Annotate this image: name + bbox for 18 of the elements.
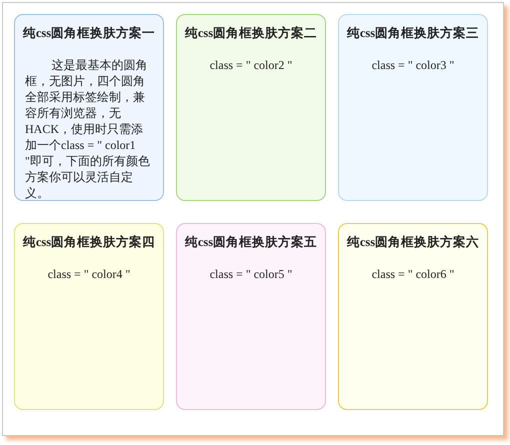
card-heading: 纯css圆角框换肤方案四 — [22, 234, 156, 251]
rounded-card — [14, 14, 164, 201]
card-text: class = " color3 " — [370, 57, 456, 73]
rounded-card — [338, 14, 488, 201]
card-text: class = " color4 " — [46, 266, 132, 282]
card-heading: 纯css圆角框换肤方案一 — [22, 25, 156, 42]
rounded-card — [176, 14, 326, 201]
rounded-card — [338, 223, 488, 410]
card-text: class = " color5 " — [208, 266, 294, 282]
rounded-card — [14, 223, 164, 410]
card-heading: 纯css圆角框换肤方案五 — [184, 234, 318, 251]
card-heading: 纯css圆角框换肤方案二 — [184, 25, 318, 42]
card-heading: 纯css圆角框换肤方案六 — [346, 234, 480, 251]
card-text: class = " color2 " — [208, 57, 294, 73]
rounded-card — [176, 223, 326, 410]
card-text: class = " color6 " — [370, 266, 456, 282]
card-text: 这是最基本的圆角框，无图片，四个圆角全部采用标签绘制，兼容所有浏览器，无HACK，使用时只需添加一个class = " color1 "即可，下面的所有颜色方案你可以灵活自定义。 — [25, 57, 151, 201]
card-heading: 纯css圆角框换肤方案三 — [346, 25, 480, 42]
